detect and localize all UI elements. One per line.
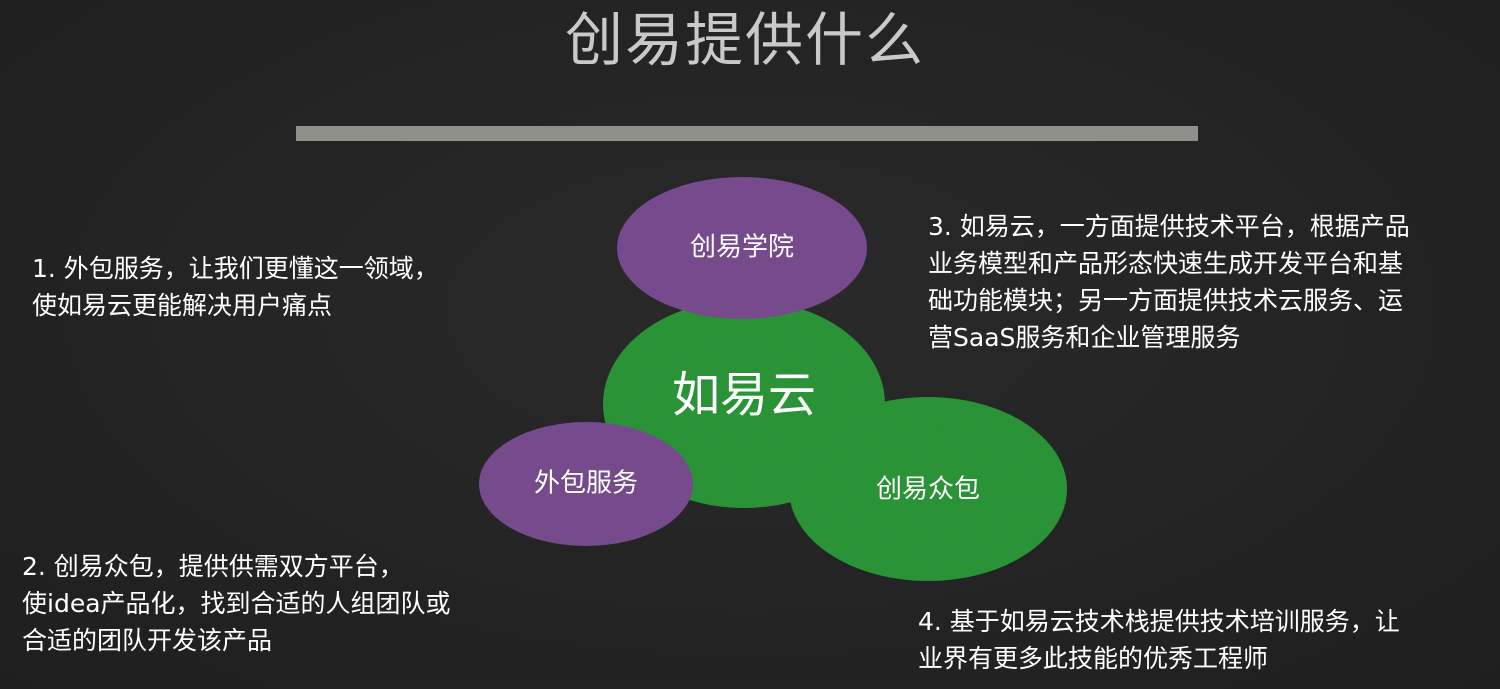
- slide-title: 创易提供什么: [564, 6, 925, 74]
- node-outsourcing: 外包服务: [479, 422, 693, 546]
- note-outsourcing: 1. 外包服务，让我们更懂这一领域， 使如易云更能解决用户痛点: [32, 254, 439, 320]
- node-academy-label: 创易学院: [690, 233, 794, 263]
- note-training: 4. 基于如易云技术栈提供技术培训服务，让 业界有更多此技能的优秀工程师: [918, 607, 1400, 673]
- node-academy: 创易学院: [617, 177, 867, 319]
- node-academy-shape: [617, 177, 867, 319]
- node-outsourcing-shape: [479, 422, 693, 546]
- node-crowdsourcing-shape: [789, 397, 1067, 581]
- node-crowdsourcing: 创易众包: [789, 397, 1067, 581]
- node-crowdsourcing-label: 创易众包: [876, 475, 980, 505]
- node-center-label: 如易云: [672, 367, 816, 423]
- node-outsourcing-label: 外包服务: [534, 469, 638, 499]
- note-platform: 3. 如易云，一方面提供技术平台，根据产品 业务模型和产品形态快速生成开发平台和…: [928, 212, 1410, 352]
- title-divider: [296, 126, 1198, 141]
- note-crowdsourcing: 2. 创易众包，提供供需双方平台， 使idea产品化，找到合适的人组团队或 合适…: [22, 552, 451, 655]
